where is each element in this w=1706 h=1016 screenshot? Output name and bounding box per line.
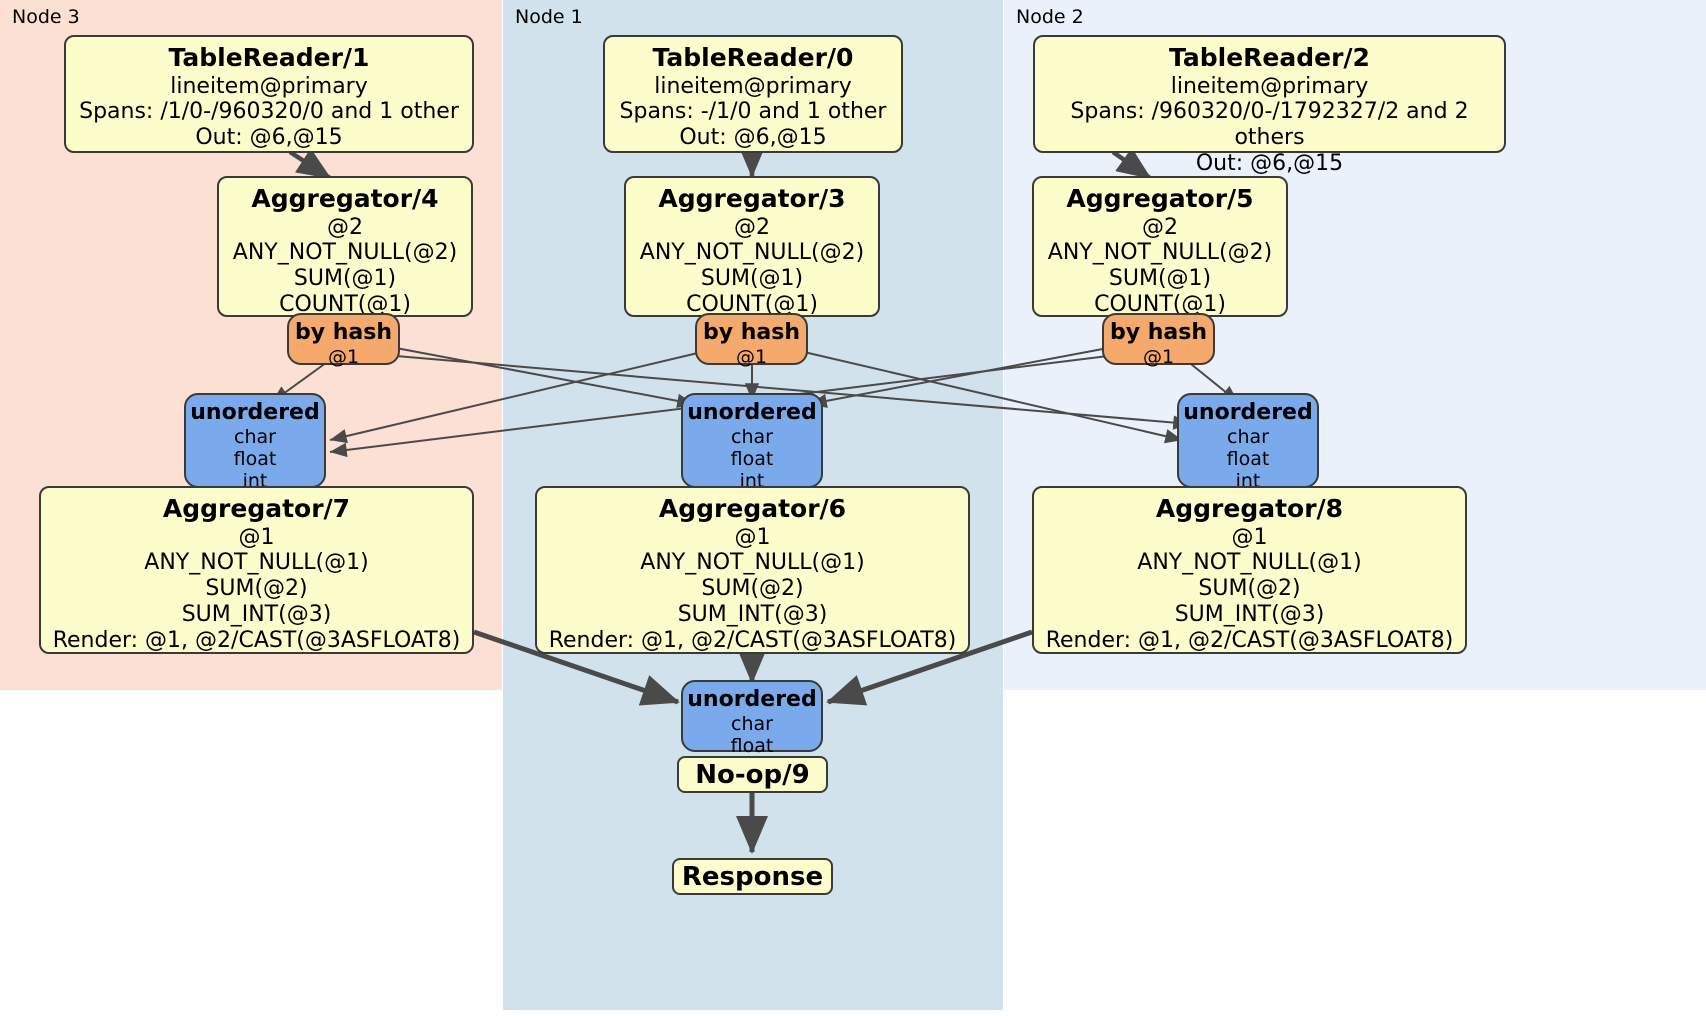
processor-detail-out: Out: @6,@15: [1195, 151, 1344, 177]
processor-aggregator-8[interactable]: Aggregator/8 @1 ANY_NOT_NULL(@1) SUM(@2)…: [1032, 486, 1467, 654]
processor-detail-render: Render: @1, @2/CAST(@3ASFLOAT8): [1045, 628, 1454, 654]
processor-aggregator-3[interactable]: Aggregator/3 @2 ANY_NOT_NULL(@2) SUM(@1)…: [624, 176, 880, 317]
processor-detail-spans: Spans: -/1/0 and 1 other: [619, 99, 887, 125]
router-detail-col: @1: [1142, 345, 1175, 368]
processor-detail-agg3: SUM_INT(@3): [1174, 602, 1325, 628]
processor-detail-agg1: ANY_NOT_NULL(@1): [144, 550, 369, 576]
synchronizer-title: unordered: [687, 687, 817, 712]
processor-title: Aggregator/7: [162, 494, 351, 523]
processor-detail-agg2: SUM(@2): [1198, 576, 1301, 602]
processor-aggregator-6[interactable]: Aggregator/6 @1 ANY_NOT_NULL(@1) SUM(@2)…: [535, 486, 970, 654]
synchronizer-type-1: char: [731, 712, 773, 735]
synchronizer-type-1: char: [234, 425, 276, 448]
router-detail-col: @1: [735, 345, 768, 368]
processor-detail-groupcol: @2: [1142, 214, 1178, 240]
processor-detail-agg1: ANY_NOT_NULL(@1): [1137, 550, 1362, 576]
synchronizer-type-2: float: [1226, 447, 1270, 470]
processor-aggregator-4[interactable]: Aggregator/4 @2 ANY_NOT_NULL(@2) SUM(@1)…: [217, 176, 473, 317]
processor-detail-out: Out: @6,@15: [195, 125, 343, 151]
synchronizer-type-1: char: [731, 425, 773, 448]
processor-aggregator-7[interactable]: Aggregator/7 @1 ANY_NOT_NULL(@1) SUM(@2)…: [39, 486, 474, 654]
synchronizer-type-2: float: [730, 447, 774, 470]
router-title: by hash: [294, 320, 392, 345]
synchronizer-unordered-node-2[interactable]: unordered char float int: [1177, 393, 1319, 492]
processor-detail-spans: Spans: /960320/0-/1792327/2 and 2 others: [1070, 99, 1469, 151]
processor-detail-agg2: SUM(@1): [1108, 266, 1212, 292]
processor-detail-agg1: ANY_NOT_NULL(@2): [639, 240, 865, 266]
processor-tablereader-0[interactable]: TableReader/0 lineitem@primary Spans: -/…: [603, 35, 903, 153]
processor-detail-agg3: SUM_INT(@3): [181, 602, 332, 628]
processor-title: TableReader/2: [1169, 43, 1370, 72]
synchronizer-type-1: char: [1227, 425, 1269, 448]
node-panel-label-node-3: Node 3: [12, 6, 80, 28]
processor-detail-agg3: SUM_INT(@3): [677, 602, 828, 628]
processor-title: Aggregator/6: [658, 494, 847, 523]
synchronizer-title: unordered: [190, 400, 320, 425]
router-detail-col: @1: [327, 345, 360, 368]
processor-detail-agg1: ANY_NOT_NULL(@2): [1047, 240, 1273, 266]
synchronizer-unordered-node-1[interactable]: unordered char float int: [681, 393, 823, 492]
node-panel-label-node-2: Node 2: [1016, 6, 1084, 28]
processor-title: No-op/9: [695, 760, 810, 790]
processor-detail-agg2: SUM(@1): [293, 266, 397, 292]
processor-aggregator-5[interactable]: Aggregator/5 @2 ANY_NOT_NULL(@2) SUM(@1)…: [1032, 176, 1288, 317]
processor-detail-render: Render: @1, @2/CAST(@3ASFLOAT8): [52, 628, 461, 654]
processor-detail-table: lineitem@primary: [1170, 73, 1369, 99]
processor-detail-out: Out: @6,@15: [679, 125, 827, 151]
processor-noop-9[interactable]: No-op/9: [677, 756, 828, 793]
processor-title: Aggregator/8: [1155, 494, 1344, 523]
processor-detail-groupcol: @1: [734, 524, 771, 550]
synchronizer-type-2: float: [233, 447, 277, 470]
synchronizer-type-2: float: [730, 734, 774, 757]
processor-detail-render: Render: @1, @2/CAST(@3ASFLOAT8): [548, 628, 957, 654]
processor-detail-table: lineitem@primary: [170, 73, 368, 99]
processor-detail-groupcol: @1: [1231, 524, 1268, 550]
processor-detail-agg2: SUM(@1): [700, 266, 804, 292]
synchronizer-title: unordered: [1183, 400, 1313, 425]
processor-title: TableReader/1: [168, 43, 370, 72]
processor-detail-agg2: SUM(@2): [701, 576, 804, 602]
synchronizer-title: unordered: [687, 400, 817, 425]
processor-detail-agg1: ANY_NOT_NULL(@1): [640, 550, 865, 576]
processor-tablereader-1[interactable]: TableReader/1 lineitem@primary Spans: /1…: [64, 35, 474, 153]
processor-detail-groupcol: @1: [238, 524, 275, 550]
synchronizer-unordered-node-3[interactable]: unordered char float int: [184, 393, 326, 492]
router-by-hash-node-2[interactable]: by hash @1: [1102, 313, 1215, 368]
processor-detail-agg2: SUM(@2): [205, 576, 308, 602]
processor-detail-table: lineitem@primary: [654, 73, 852, 99]
synchronizer-unordered-final[interactable]: unordered char float: [681, 680, 823, 757]
processor-title: Aggregator/3: [658, 184, 846, 213]
processor-tablereader-2[interactable]: TableReader/2 lineitem@primary Spans: /9…: [1033, 35, 1506, 176]
node-panel-label-node-1: Node 1: [515, 6, 583, 28]
router-by-hash-node-3[interactable]: by hash @1: [287, 313, 400, 368]
processor-detail-spans: Spans: /1/0-/960320/0 and 1 other: [79, 99, 459, 125]
processor-title: TableReader/0: [652, 43, 854, 72]
processor-title: Aggregator/4: [251, 184, 439, 213]
router-title: by hash: [702, 320, 800, 345]
processor-title: Response: [681, 862, 824, 892]
processor-title: Aggregator/5: [1066, 184, 1254, 213]
processor-detail-groupcol: @2: [327, 214, 363, 240]
processor-detail-agg1: ANY_NOT_NULL(@2): [232, 240, 458, 266]
processor-response[interactable]: Response: [672, 858, 833, 895]
processor-detail-groupcol: @2: [734, 214, 770, 240]
router-by-hash-node-1[interactable]: by hash @1: [695, 313, 808, 368]
router-title: by hash: [1109, 320, 1207, 345]
